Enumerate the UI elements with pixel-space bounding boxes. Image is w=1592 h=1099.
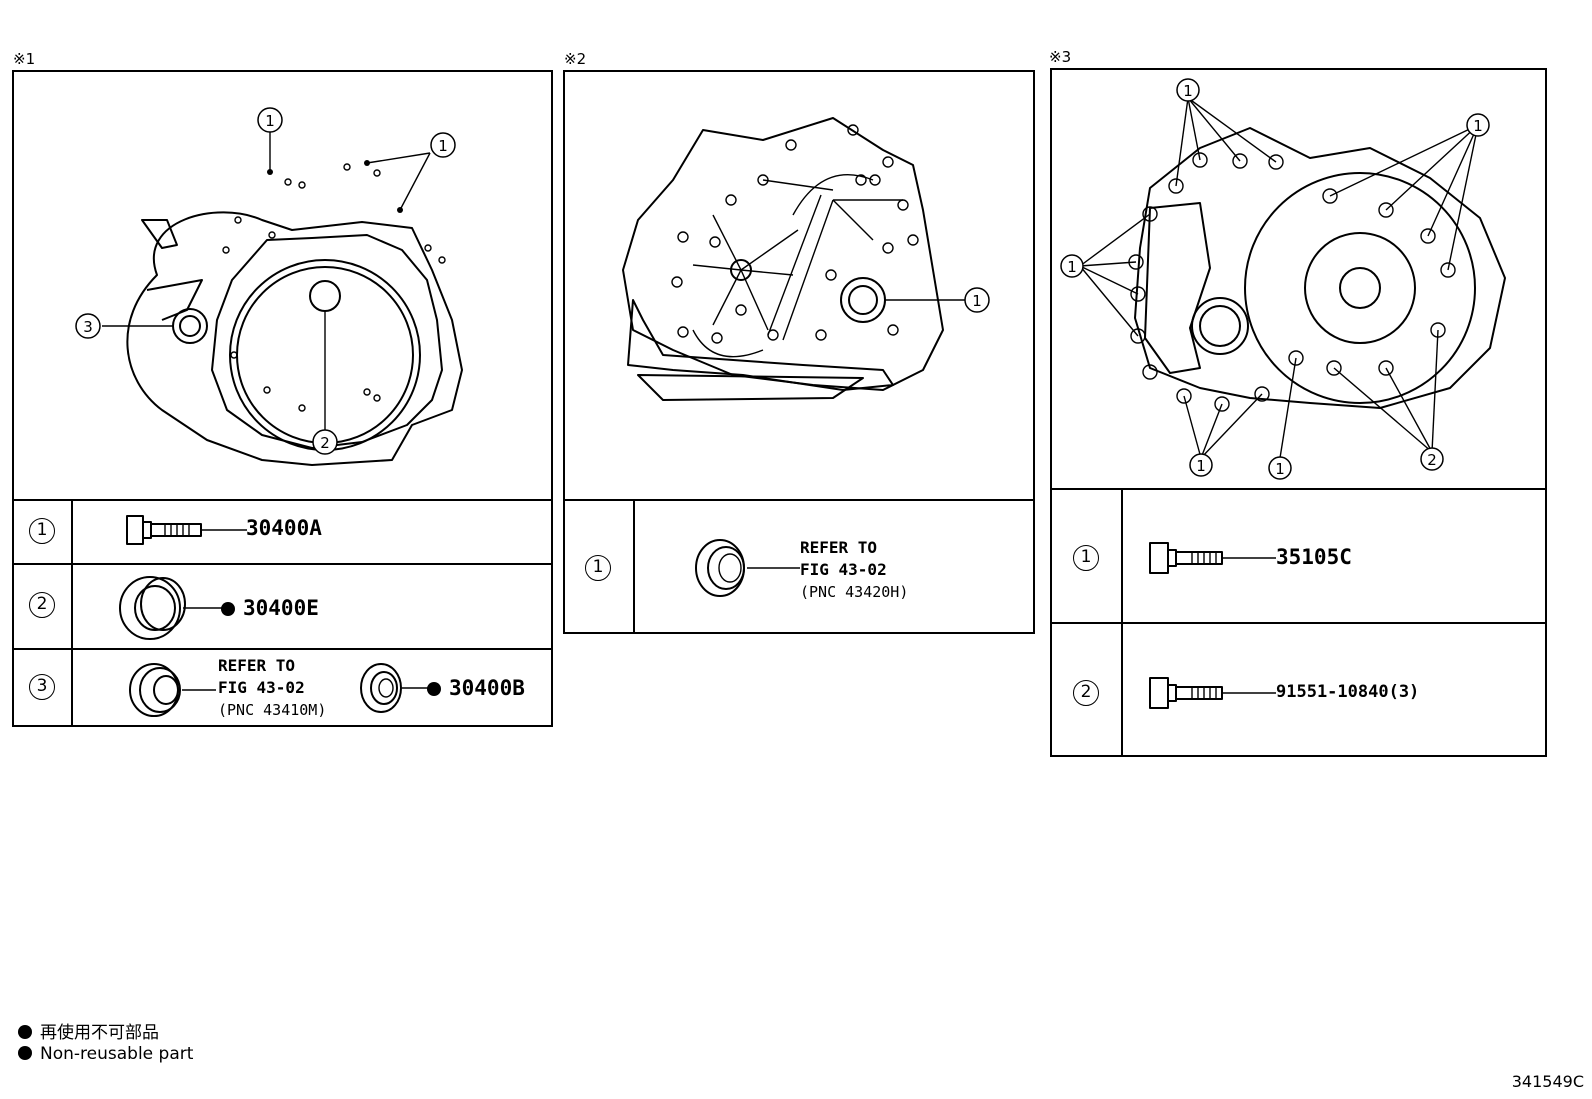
flange-bolt-icon — [1149, 542, 1276, 574]
non-reusable-dot-icon — [18, 1025, 32, 1039]
callout-1a: 1 — [265, 112, 275, 130]
non-reusable-dot-icon — [18, 1046, 32, 1060]
transaxle-housing-rear-illustration: 1 1 1 1 1 2 — [1060, 78, 1506, 480]
panel-3-tag: ※3 — [1049, 48, 1072, 66]
non-reusable-dot-icon — [221, 602, 235, 616]
refer-note-panel-1: REFER TO FIG 43-02 (PNC 43410M) — [218, 656, 327, 719]
panel-3-col-divider — [1121, 488, 1123, 757]
transaxle-housing-front-illustration: 1 1 2 3 — [75, 107, 463, 466]
callout-1b: 1 — [438, 137, 448, 155]
panel-3-row-divider — [1050, 622, 1547, 624]
row-number-2: 2 — [29, 592, 55, 618]
part-number-35105C: 35105C — [1276, 545, 1352, 569]
transaxle-housing-side-illustration: 1 — [622, 117, 990, 401]
callout-1d: 1 — [1196, 457, 1206, 475]
callout-2: 2 — [1427, 451, 1437, 469]
panel-1 — [12, 70, 553, 727]
panel-2-col-divider — [633, 499, 635, 634]
panel-1-row-divider — [12, 648, 553, 650]
callout-1b: 1 — [1473, 117, 1483, 135]
part-number-30400B: 30400B — [427, 676, 525, 700]
row-number-1: 1 — [1073, 545, 1099, 571]
callout-3: 3 — [83, 318, 93, 336]
panel-1-divider — [12, 499, 553, 501]
flange-bolt-icon — [1149, 677, 1276, 709]
callout-2: 2 — [320, 434, 330, 452]
panel-2-tag: ※2 — [564, 50, 587, 68]
bearing-icon — [129, 663, 216, 717]
callout-1: 1 — [972, 292, 982, 310]
oil-seal-small-icon — [360, 663, 428, 713]
refer-note-panel-2: REFER TO FIG 43-02 (PNC 43420H) — [800, 538, 909, 601]
panel-3-divider — [1050, 488, 1547, 490]
part-number-30400A: 30400A — [246, 516, 322, 540]
callout-1c: 1 — [1067, 258, 1077, 276]
panel-3 — [1050, 68, 1547, 757]
callout-1e: 1 — [1275, 460, 1285, 478]
callout-1a: 1 — [1183, 82, 1193, 100]
panel-2 — [563, 70, 1035, 634]
oil-seal-icon — [119, 576, 223, 640]
non-reusable-dot-icon — [427, 682, 441, 696]
panel-1-col-divider — [71, 499, 73, 727]
illustration-number: 341549C — [1511, 1072, 1584, 1091]
part-number-91551-10840: 91551-10840(3) — [1276, 682, 1420, 702]
row-number-2: 2 — [1073, 680, 1099, 706]
part-number-30400E: 30400E — [221, 596, 319, 620]
legend-en: Non-reusable part — [18, 1044, 193, 1064]
panel-1-row-divider — [12, 563, 553, 565]
flange-bolt-icon — [126, 515, 247, 545]
legend-jp: 再使用不可部品 — [18, 1018, 159, 1043]
row-number-1: 1 — [29, 518, 55, 544]
oil-seal-icon — [695, 539, 800, 597]
row-number-3: 3 — [29, 674, 55, 700]
panel-1-tag: ※1 — [13, 50, 36, 68]
row-number-1: 1 — [585, 555, 611, 581]
panel-2-divider — [563, 499, 1035, 501]
